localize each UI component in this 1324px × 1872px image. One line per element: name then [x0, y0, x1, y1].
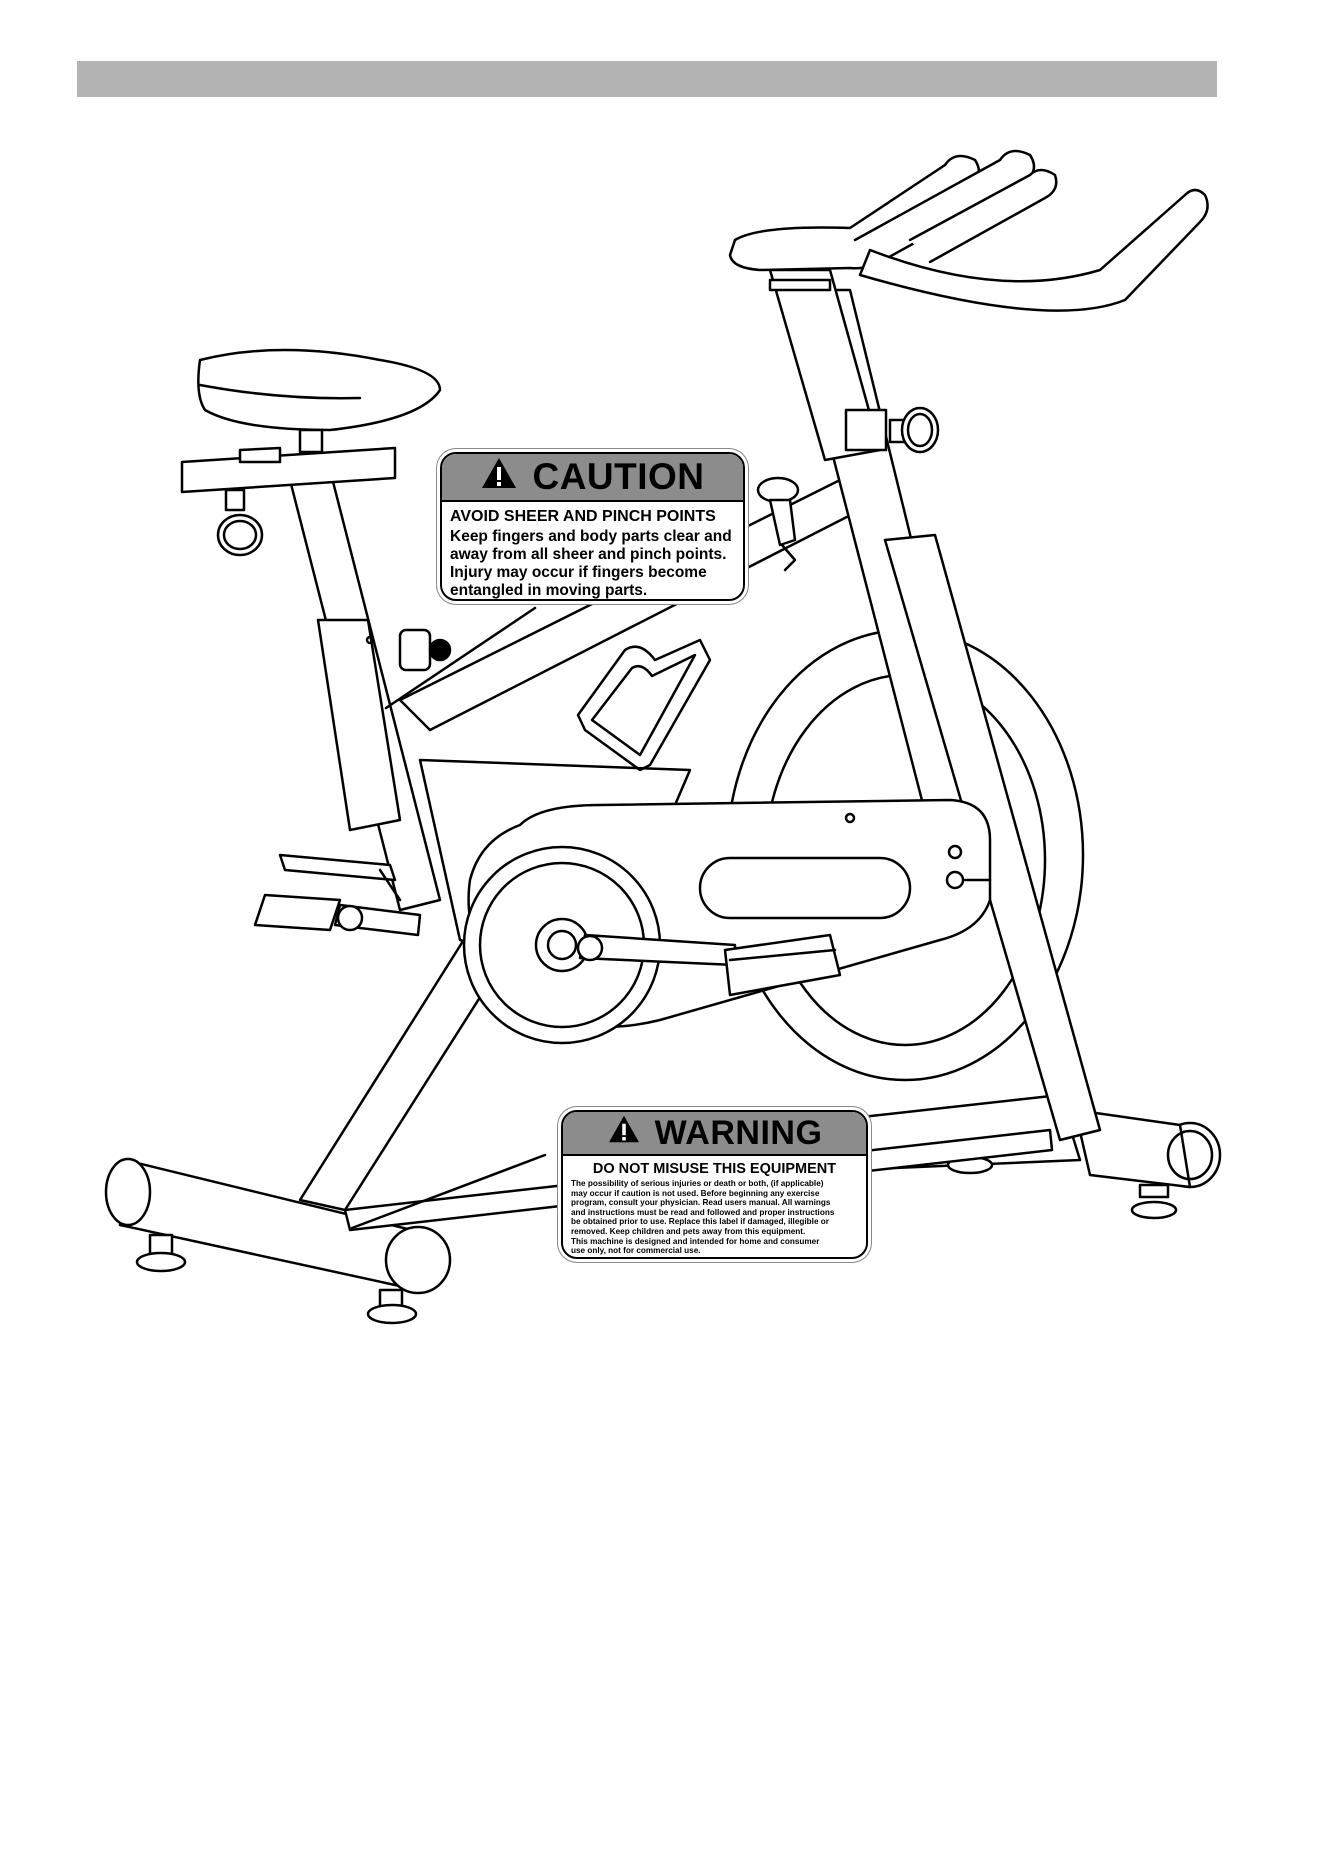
warning-heading-text: WARNING	[654, 1113, 823, 1152]
warning-line: removed. Keep children and pets away fro…	[571, 1226, 806, 1236]
frame	[288, 288, 1102, 1232]
warning-heading: WARNING	[563, 1112, 866, 1156]
caution-line: entangled in moving parts.	[450, 582, 648, 599]
resistance-knob	[756, 476, 800, 572]
warning-triangle-icon	[480, 456, 518, 499]
warning-line: use only, not for commercial use.	[571, 1246, 701, 1256]
caution-label: CAUTION AVOID SHEER AND PINCH POINTS Kee…	[440, 452, 745, 601]
seat-assembly	[180, 348, 452, 832]
warning-line: This machine is designed and intended fo…	[571, 1236, 820, 1246]
caution-leader-line	[384, 606, 537, 710]
warning-line: The possibility of serious injuries or d…	[571, 1179, 824, 1188]
caution-subheading: AVOID SHEER AND PINCH POINTS	[450, 508, 716, 525]
warning-line: may occur if caution is not used. Before…	[571, 1188, 820, 1198]
warning-line: be obtained prior to use. Replace this l…	[571, 1217, 829, 1227]
handlebar-assembly	[728, 149, 1209, 462]
caution-line: Injury may occur if fingers become	[450, 564, 707, 581]
caution-body: Keep fingers and body parts clear and aw…	[442, 526, 743, 599]
caution-heading-text: CAUTION	[532, 456, 705, 497]
warning-leader-line	[350, 1153, 547, 1230]
left-pedal	[253, 853, 422, 937]
chain-guard	[462, 798, 992, 1045]
warning-subheading: DO NOT MISUSE THIS EQUIPMENT	[592, 1161, 837, 1177]
bottle-holder	[576, 638, 712, 772]
caution-line: Keep fingers and body parts clear and	[450, 528, 732, 545]
caution-heading: CAUTION	[442, 454, 743, 502]
warning-label: WARNING DO NOT MISUSE THIS EQUIPMENT The…	[561, 1110, 868, 1259]
caution-line: away from all sheer and pinch points.	[450, 546, 727, 563]
warning-body: The possibility of serious injuries or d…	[563, 1179, 866, 1256]
header-bar	[77, 61, 1217, 97]
warning-line: and instructions must be read and follow…	[571, 1207, 835, 1217]
front-stabilizer	[104, 1157, 452, 1325]
warning-triangle-icon	[607, 1114, 641, 1153]
warning-line: program, consult your physician. Read us…	[571, 1198, 831, 1208]
